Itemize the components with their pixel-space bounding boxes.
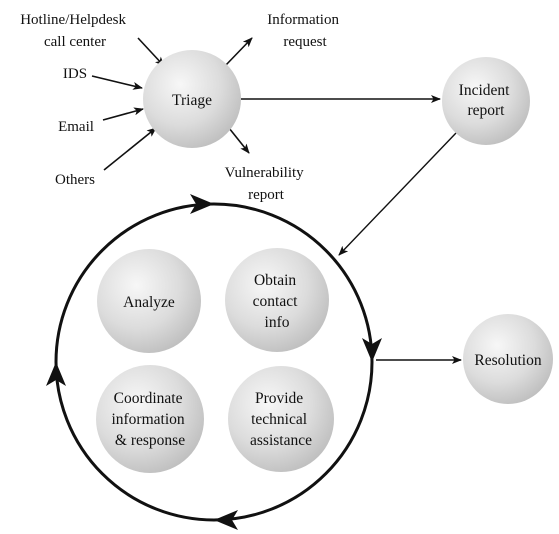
cycle-arrowhead-bottom [214, 510, 238, 530]
arrow-hotline-to-triage [137, 37, 165, 67]
coordinate-label: Coordinate information & response [111, 390, 188, 449]
obtain-contact-info-line2: contact [253, 293, 298, 310]
arrow-triage-to-vulnerability-report [228, 127, 250, 154]
source-others-label: Others [55, 172, 95, 188]
obtain-contact-info-label: Obtain contact info [253, 272, 302, 331]
source-hotline-label: Hotline/Helpdesk call center [20, 12, 130, 50]
response-cycle-ring [54, 202, 374, 522]
resolution-node: Resolution [463, 314, 553, 404]
information-request-label: Information request [267, 12, 342, 50]
source-ids-label: IDS [63, 66, 87, 82]
arrow-triage-to-information-request [224, 37, 253, 67]
technical-assistance-node: Provide technical assistance [228, 366, 334, 472]
source-hotline-line2: call center [44, 34, 106, 50]
cycle-arrowhead-left [46, 362, 66, 386]
incident-report-node: Incident report [442, 57, 530, 145]
obtain-contact-info-node: Obtain contact info [225, 248, 329, 352]
cycle-arrowhead-right [362, 338, 382, 362]
source-hotline-line1: Hotline/Helpdesk [20, 12, 126, 28]
triage-node: Triage [143, 50, 241, 148]
technical-assistance-line3: assistance [250, 432, 312, 449]
technical-assistance-line2: technical [251, 411, 307, 428]
vulnerability-report-line2: report [248, 187, 285, 203]
vulnerability-report-line1: Vulnerability [225, 165, 305, 181]
cycle-arrowhead-top [190, 194, 214, 214]
incident-report-label: Incident report [459, 82, 514, 119]
incident-report-line2: report [467, 102, 505, 119]
coordinate-line3: & response [115, 432, 185, 449]
obtain-contact-info-line3: info [265, 314, 290, 331]
arrow-email-to-triage [102, 107, 144, 121]
coordinate-line2: information [111, 411, 184, 428]
source-email-label: Email [58, 119, 94, 135]
coordinate-line1: Coordinate [114, 390, 183, 407]
technical-assistance-line1: Provide [255, 390, 303, 407]
arrow-incident-report-to-cycle [338, 132, 457, 256]
vulnerability-report-label: Vulnerability report [225, 165, 308, 203]
analyze-node: Analyze [97, 249, 201, 353]
arrow-ids-to-triage [91, 75, 143, 90]
information-request-line1: Information [267, 12, 339, 28]
triage-label: Triage [172, 92, 212, 109]
obtain-contact-info-line1: Obtain [254, 272, 296, 289]
technical-assistance-label: Provide technical assistance [250, 390, 312, 449]
analyze-label: Analyze [123, 294, 175, 311]
coordinate-node: Coordinate information & response [96, 365, 204, 473]
arrow-others-to-triage [103, 127, 157, 171]
resolution-label: Resolution [474, 352, 541, 369]
information-request-line2: request [283, 34, 327, 50]
incident-report-line1: Incident [459, 82, 510, 99]
